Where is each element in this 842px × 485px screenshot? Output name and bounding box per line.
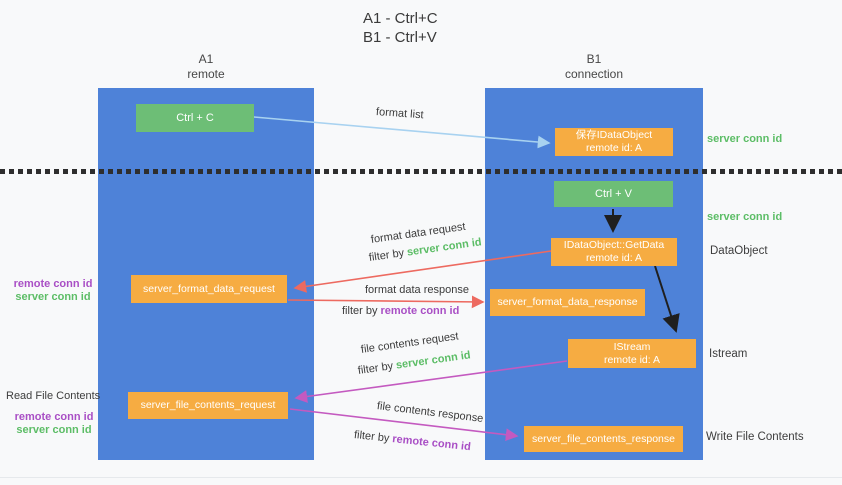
node-server-file-contents-request: server_file_contents_request	[128, 392, 288, 419]
node-server-format-data-response: server_format_data_response	[490, 289, 645, 316]
node-getdata-line1: IDataObject::GetData	[563, 239, 665, 251]
filter-by-text: filter by	[342, 305, 378, 317]
title-line-1: A1 - Ctrl+C	[363, 10, 438, 27]
filter-by-text: filter by	[368, 247, 405, 264]
filter-by-text: filter by	[357, 360, 394, 377]
node-getdata-line2: remote id: A	[585, 252, 643, 264]
side-label-conn-ids-format: remote conn id server conn id	[10, 278, 96, 304]
node-ctrl-v-label: Ctrl + V	[595, 187, 632, 200]
remote-conn-id-accent: remote conn id	[380, 305, 460, 317]
edge-label-file-contents-response: file contents response	[376, 400, 484, 425]
node-format-request-label: server_format_data_request	[143, 282, 275, 295]
lifeline-b1-role: connection	[564, 67, 624, 81]
node-file-request-label: server_file_contents_request	[140, 399, 276, 411]
side-label-server-conn-id-1: server conn id	[15, 291, 91, 303]
canvas-bottom-edge	[0, 477, 842, 478]
side-label-write-file-contents: Write File Contents	[706, 431, 804, 443]
server-conn-id-accent: server conn id	[406, 236, 483, 259]
node-save-idataobject-line2: remote id: A	[585, 142, 643, 154]
lifeline-a1-role: remote	[187, 67, 225, 81]
side-label-istream: Istream	[709, 348, 748, 360]
side-label-remote-conn-id-2: remote conn id	[14, 411, 94, 423]
node-format-response-label: server_format_data_response	[497, 296, 638, 308]
edge-label-format-data-response: format data response	[365, 284, 469, 296]
side-label-remote-conn-id-1: remote conn id	[13, 278, 93, 290]
lifeline-header-b1: B1 connection	[485, 52, 703, 82]
diagram-title: A1 - Ctrl+C B1 - Ctrl+V	[363, 9, 438, 47]
node-istream-line1: IStream	[613, 340, 651, 353]
lifeline-header-a1: A1 remote	[98, 52, 314, 82]
filter-by-text: filter by	[353, 429, 390, 445]
node-ctrl-c-label: Ctrl + C	[176, 111, 214, 124]
lifeline-a1-name: A1	[198, 52, 214, 66]
node-ctrl-v: Ctrl + V	[554, 181, 673, 207]
node-idataobject-getdata: IDataObject::GetData remote id: A	[551, 238, 677, 266]
arrow-format-request-to-format-response	[287, 295, 485, 309]
separator-dotted-line	[0, 169, 842, 174]
node-save-idataobject-line1: 保存IDataObject	[575, 129, 653, 141]
node-istream-line2: remote id: A	[603, 353, 661, 366]
side-label-dataobject: DataObject	[710, 245, 768, 257]
side-label-read-file-contents: Read File Contents	[6, 390, 101, 402]
server-conn-id-accent: server conn id	[395, 349, 472, 372]
node-ctrl-c: Ctrl + C	[136, 104, 254, 132]
node-istream: IStream remote id: A	[568, 339, 696, 368]
title-line-2: B1 - Ctrl+V	[363, 29, 437, 46]
remote-conn-id-accent: remote conn id	[391, 433, 472, 454]
node-save-idataobject: 保存IDataObject remote id: A	[555, 128, 673, 156]
side-label-server-conn-id-2: server conn id	[16, 424, 92, 436]
node-file-response-label: server_file_contents_response	[531, 432, 675, 445]
lifeline-b1-name: B1	[586, 52, 602, 66]
edge-label-format-list: format list	[375, 106, 424, 122]
side-label-conn-ids-file: remote conn id server conn id	[10, 411, 98, 437]
side-label-server-conn-id-mid-right: server conn id	[707, 211, 783, 223]
side-label-server-conn-id-top-right: server conn id	[707, 133, 783, 145]
node-server-file-contents-response: server_file_contents_response	[524, 426, 683, 452]
node-server-format-data-request: server_format_data_request	[131, 275, 287, 303]
